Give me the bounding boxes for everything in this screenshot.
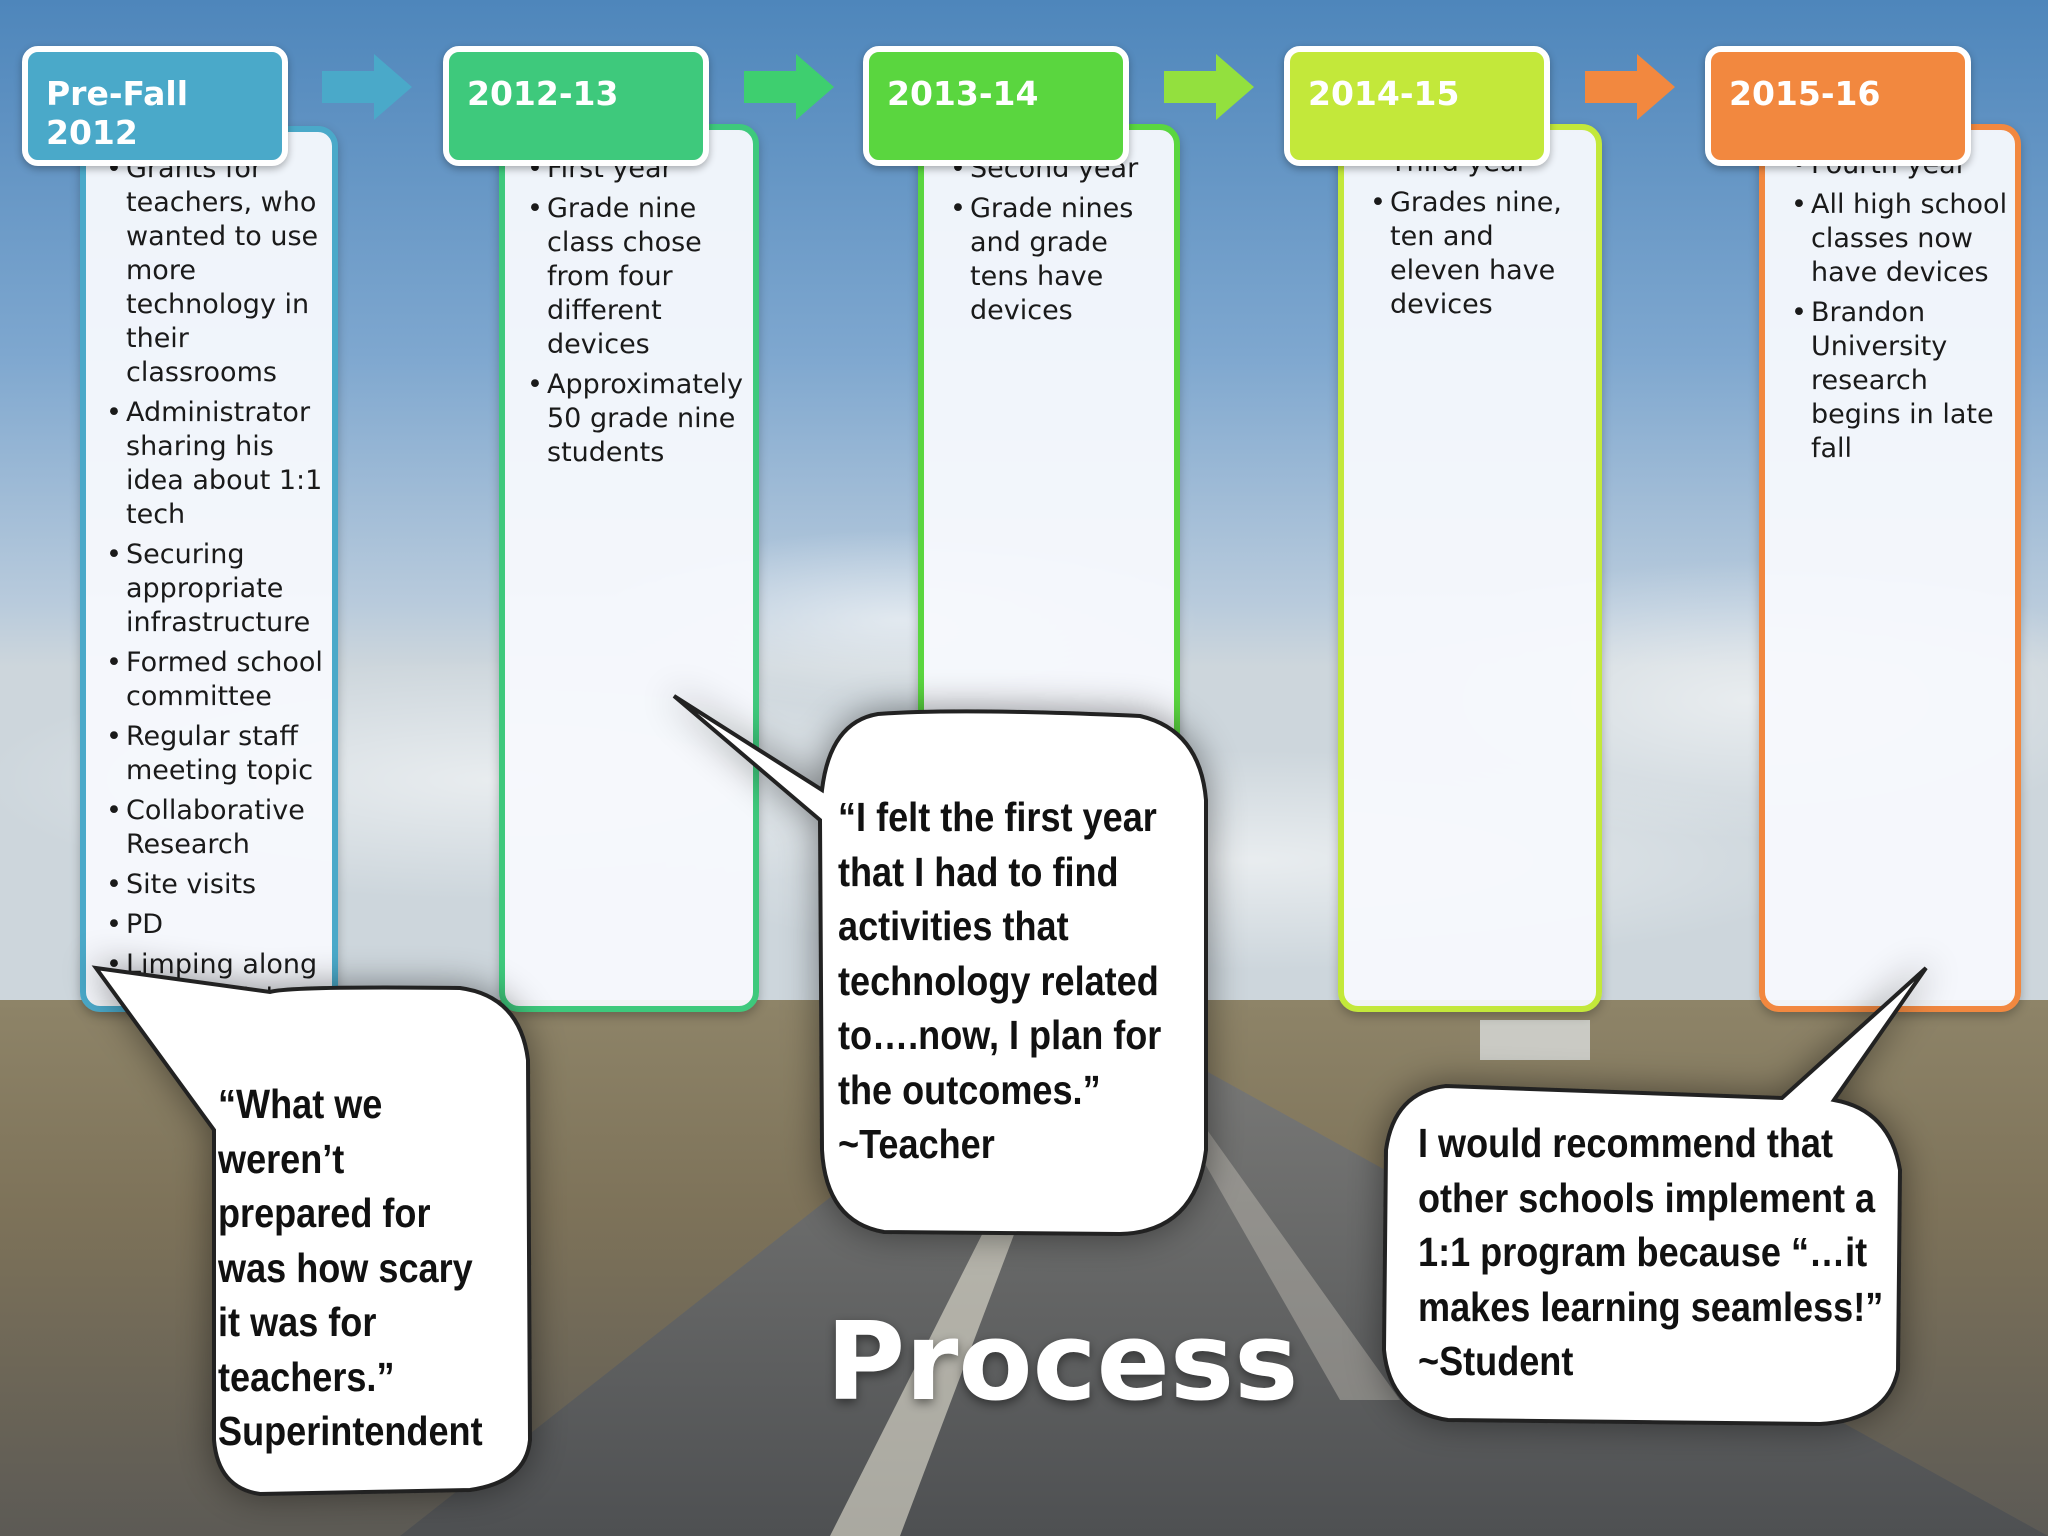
list-item: Administrator sharing his idea about 1:1… xyxy=(106,396,324,532)
quote-student: I would recommend that other schools imp… xyxy=(1418,1120,1884,1384)
list-item: Grants for teachers, who wanted to use m… xyxy=(106,152,324,390)
timeline-card-2015-16: Fourth year All high school classes now … xyxy=(1759,124,2021,1012)
slide-title: Process xyxy=(826,1300,1299,1425)
list-item: Site visits xyxy=(106,868,324,902)
timeline-card-2012-13: First year Grade nine class chose from f… xyxy=(499,124,759,1012)
bullet-list: Grants for teachers, who wanted to use m… xyxy=(106,152,324,1016)
bullet-list: Fourth year All high school classes now … xyxy=(1791,148,2009,466)
list-item: Grade nine class chose from four differe… xyxy=(527,192,745,362)
list-item: Approximately 50 grade nine students xyxy=(527,368,745,470)
list-item: Formed school committee xyxy=(106,646,324,714)
arrow-right-icon xyxy=(744,54,834,120)
timeline-header-2012-13: 2012-13 xyxy=(443,46,709,166)
list-item: Collaborative Research xyxy=(106,794,324,862)
list-item: Brandon University research begins in la… xyxy=(1791,296,2009,466)
bullet-list: Third year Grades nine, ten and eleven h… xyxy=(1370,146,1588,322)
list-item: Grades nine, ten and eleven have devices xyxy=(1370,186,1588,322)
timeline-header-pre-fall-2012: Pre-Fall 2012 xyxy=(22,46,288,166)
bullet-list: First year Grade nine class chose from f… xyxy=(527,152,745,470)
list-item: Grade nines and grade tens have devices xyxy=(950,192,1166,328)
arrow-right-icon xyxy=(1164,54,1254,120)
arrow-right-icon xyxy=(322,54,412,120)
arrow-right-icon xyxy=(1585,54,1675,120)
quote-teacher: “I felt the first year that I had to fin… xyxy=(838,794,1162,1167)
list-item: PD xyxy=(106,908,324,942)
bullet-list: Second year Grade nines and grade tens h… xyxy=(950,152,1166,328)
quote-superintendent: “What we weren’t prepared for was how sc… xyxy=(218,1081,483,1454)
timeline-header-2013-14: 2013-14 xyxy=(863,46,1129,166)
list-item: All high school classes now have devices xyxy=(1791,188,2009,290)
timeline-card-2014-15: Third year Grades nine, ten and eleven h… xyxy=(1338,124,1602,1012)
list-item: Regular staff meeting topic xyxy=(106,720,324,788)
list-item: Securing appropriate infrastructure xyxy=(106,538,324,640)
list-item: Limping along with old labs xyxy=(106,948,324,1016)
timeline-header-2014-15: 2014-15 xyxy=(1284,46,1550,166)
timeline-card-pre-fall-2012: Grants for teachers, who wanted to use m… xyxy=(80,126,338,1014)
timeline-header-2015-16: 2015-16 xyxy=(1705,46,1971,166)
